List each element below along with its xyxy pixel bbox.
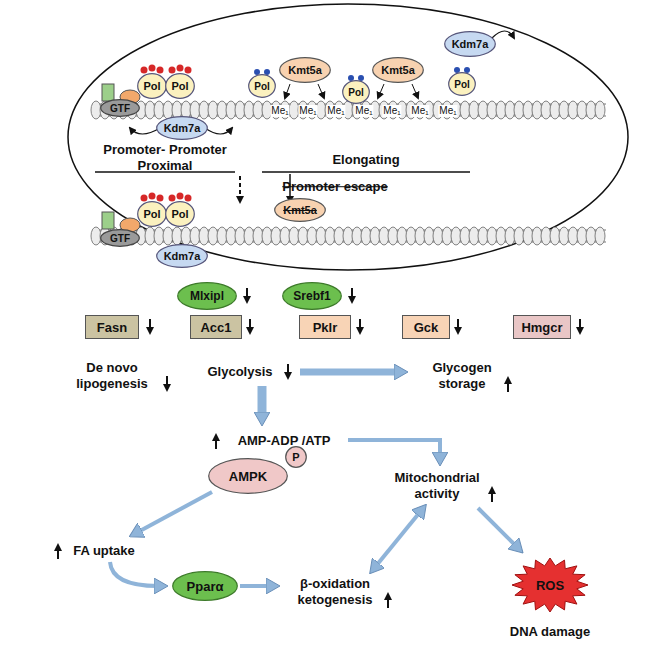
node-text: Pol [348,87,364,98]
annotation-label: β-oxidation ketogenesis [285,576,385,607]
node-text: Gck [414,320,439,335]
annotation-label: Mitochondrial activity [387,470,487,501]
node-text: Pparα [187,579,224,594]
node-text: Kmt5a [288,64,322,76]
node-text: Pol [454,79,470,90]
gene-box: Pklr [299,315,351,339]
protein-ellipse: AMPK [208,458,288,494]
nucleus-outline [68,4,628,270]
annotation-label: Elongating [332,152,399,168]
protein-ellipse: Pol [448,72,476,96]
node-text: GTF [110,233,130,244]
node-text: Kdm7a [164,250,201,262]
annotation-label: Me₁ [298,105,317,117]
node-text: Srebf1 [293,289,330,303]
annotation-label: DNA damage [510,624,590,640]
trend-arrows [58,288,580,608]
protein-ellipse: Pol [342,80,370,104]
protein-ellipse: Kdm7a [156,244,208,268]
gene-box: Hmgcr [513,315,571,339]
ros-burst: ROS [512,558,588,612]
protein-ellipse: Pol [248,74,276,98]
annotation-label: Glycolysis [207,364,272,380]
protein-ellipse: Pol [137,201,167,227]
annotation-label: Me₁ [270,105,289,117]
node-text: AMPK [229,469,267,484]
protein-ellipse: GTF [100,99,140,117]
gene-box: Fasn [85,315,139,339]
protein-ellipse: Pol [165,73,195,99]
annotation-label: FA uptake [73,543,135,559]
protein-ellipse: Pol [165,201,195,227]
protein-ellipse: Pol [137,73,167,99]
node-text: Pol [143,80,160,92]
node-text: Kdm7a [452,38,489,50]
protein-ellipse: Pparα [172,571,238,601]
node-text: P [292,451,299,463]
annotation-label: Me₁ [410,105,429,117]
node-text: Mlxipl [190,289,224,303]
node-text: Pol [254,81,270,92]
annotation-label: AMP-ADP /ATP [238,433,331,449]
node-text: Pol [143,208,160,220]
annotation-label: De novo lipogenesis [68,360,156,391]
annotation-label: Me₁ [326,105,345,117]
node-text: Pol [171,80,188,92]
node-text: GTF [110,103,130,114]
chromatin [91,101,606,245]
protein-ellipse: P [285,446,307,468]
annotation-label: Me₁ [354,105,373,117]
node-text: Pol [171,208,188,220]
node-text: Kmt5a [381,64,415,76]
protein-ellipse: Kmt5a [279,57,331,83]
annotation-label: Me₁ [438,105,457,117]
node-text: Kmt5a [283,204,317,216]
annotation-label: Promoter- Promoter Proximal [103,142,228,173]
node-text: Fasn [97,320,127,335]
node-text: Kdm7a [164,122,201,134]
node-text: Pklr [313,320,338,335]
annotation-label: Glycogen storage [421,360,503,391]
protein-ellipse: GTF [100,229,140,247]
node-text: ROS [536,578,564,593]
node-text: Hmgcr [521,320,562,335]
annotation-label: Promoter escape [282,179,388,195]
node-text: Acc1 [200,320,231,335]
protein-ellipse: Kmt5a [274,198,326,222]
annotation-label: Me₁ [382,105,401,117]
protein-ellipse: Kdm7a [156,116,208,140]
decorations [95,31,516,586]
protein-ellipse: Kmt5a [372,57,424,83]
protein-ellipse: Mlxipl [177,282,237,310]
protein-ellipse: Srebf1 [282,282,342,310]
gene-box: Acc1 [190,315,242,339]
protein-ellipse: Kdm7a [444,31,496,57]
gene-box: Gck [402,315,450,339]
